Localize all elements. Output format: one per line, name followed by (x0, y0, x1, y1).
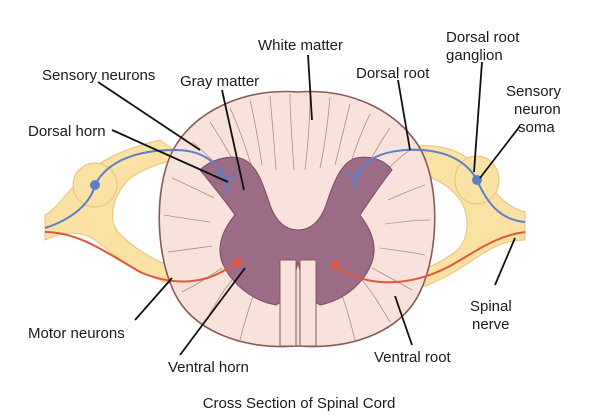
right-motor-soma (331, 261, 339, 269)
leader-spinal-nerve (494, 237, 516, 286)
leader-dorsal-root-ganglion (473, 61, 483, 173)
anterior-median-fissure (279, 259, 317, 347)
label-spinal-nerve-line1: Spinal (470, 298, 512, 315)
left-sensory-axon (44, 148, 226, 229)
label-ventral-horn: Ventral horn (168, 359, 249, 376)
diagram-caption: Cross Section of Spinal Cord (203, 395, 396, 412)
right-motor-axon (334, 231, 526, 284)
leader-lines (97, 54, 521, 356)
label-sensory-soma-line1: Sensory (506, 83, 562, 100)
label-ventral-root: Ventral root (374, 349, 452, 366)
label-dorsal-root-ganglion-line1: Dorsal root (446, 29, 520, 46)
label-dorsal-horn: Dorsal horn (28, 123, 106, 140)
leader-gray-matter (221, 89, 245, 191)
label-sensory-neurons: Sensory neurons (42, 67, 155, 84)
leader-dorsal-root (397, 79, 411, 151)
label-gray-matter: Gray matter (180, 73, 259, 90)
label-dorsal-root-ganglion-line2: ganglion (446, 47, 503, 64)
label-motor-neurons: Motor neurons (28, 325, 125, 342)
leader-sensory-soma (479, 125, 521, 179)
leader-ventral-root (394, 295, 413, 346)
left-sensory-soma (90, 180, 100, 190)
left-motor-soma (234, 258, 242, 266)
leader-motor-neurons (134, 277, 173, 321)
label-white-matter: White matter (258, 37, 343, 54)
leader-dorsal-horn (111, 129, 229, 183)
right-sensory-axon (354, 148, 526, 223)
leader-ventral-horn (179, 267, 246, 356)
label-spinal-nerve-line2: nerve (472, 316, 510, 333)
leader-sensory-neurons (97, 81, 201, 151)
gray-matter (199, 156, 393, 306)
leader-white-matter (307, 54, 313, 121)
left-motor-axon (44, 231, 239, 283)
label-sensory-soma-line3: soma (518, 119, 555, 136)
right-sensory-terminal (345, 169, 363, 193)
label-sensory-soma-line2: neuron (514, 101, 561, 118)
white-matter (158, 90, 436, 348)
label-dorsal-root: Dorsal root (356, 65, 430, 82)
